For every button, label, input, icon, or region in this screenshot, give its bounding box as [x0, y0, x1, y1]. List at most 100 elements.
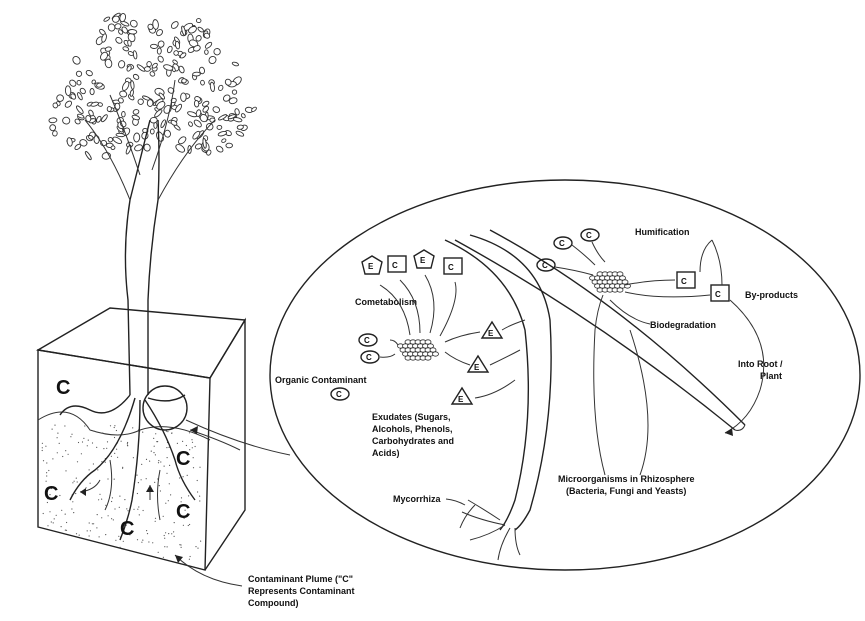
- leaf: [218, 84, 224, 91]
- leaf: [193, 99, 200, 108]
- leaf: [217, 130, 228, 137]
- svg-text:C: C: [559, 239, 565, 248]
- soil-particle: [196, 479, 198, 482]
- soil-particle: [122, 467, 124, 469]
- by-products-label: By-products: [745, 290, 798, 300]
- soil-particle: [122, 540, 124, 542]
- soil-particle: [173, 522, 175, 524]
- leaf: [170, 21, 179, 29]
- leaf: [149, 116, 158, 124]
- svg-text:C: C: [448, 263, 454, 272]
- leaf: [129, 19, 138, 28]
- soil-particle: [76, 461, 79, 463]
- leaf: [85, 70, 93, 77]
- product-box: C: [443, 257, 463, 275]
- soil-particle: [149, 460, 151, 462]
- leaf: [204, 49, 209, 55]
- leaf: [181, 78, 187, 84]
- svg-text:C: C: [542, 261, 548, 270]
- leaf: [228, 97, 238, 105]
- biodegradation-label: Biodegradation: [650, 320, 716, 330]
- leaf: [221, 138, 227, 143]
- soil-particle: [91, 442, 94, 444]
- soil-particle: [51, 428, 53, 430]
- leaf: [74, 118, 81, 125]
- soil-particle: [191, 447, 193, 449]
- soil-particle: [200, 540, 202, 542]
- soil-particle: [164, 537, 166, 539]
- soil-particle: [78, 534, 80, 536]
- leaf: [157, 40, 165, 48]
- soil-particle: [60, 526, 62, 528]
- leaf: [56, 94, 64, 102]
- soil-particle: [167, 500, 169, 502]
- soil-particle: [42, 460, 45, 462]
- soil-particle: [148, 541, 150, 543]
- soil-particle: [141, 463, 143, 465]
- leaf: [64, 85, 72, 97]
- leaf: [188, 121, 193, 127]
- leaf: [132, 73, 140, 80]
- soil-particle: [173, 535, 175, 538]
- soil-particle: [117, 456, 119, 458]
- soil-particle: [46, 475, 48, 477]
- soil-particle: [101, 461, 103, 463]
- leaf: [143, 66, 151, 72]
- soil-particle: [199, 495, 201, 497]
- leaf: [49, 124, 57, 132]
- leaf: [85, 115, 92, 123]
- leaf: [199, 66, 205, 75]
- leaf: [126, 65, 132, 72]
- soil-particle: [112, 519, 114, 521]
- soil-particle: [189, 449, 191, 451]
- contaminant-oval: C: [360, 350, 380, 364]
- leaf: [75, 105, 84, 114]
- soil-particle: [133, 508, 135, 510]
- leaf: [93, 135, 100, 144]
- leaf: [101, 33, 107, 43]
- leaf: [90, 101, 99, 107]
- soil-particle: [67, 453, 69, 455]
- leaf: [240, 113, 246, 119]
- leaf: [232, 117, 243, 123]
- leaf: [209, 81, 215, 93]
- soil-particle: [114, 452, 116, 454]
- soil-particle: [168, 446, 170, 448]
- soil-particle: [50, 521, 52, 523]
- leaf: [118, 60, 126, 69]
- contaminant-oval: C: [553, 236, 573, 250]
- soil-particle: [113, 436, 116, 439]
- leaf: [117, 97, 124, 104]
- leaf: [120, 20, 130, 27]
- mycorrhiza-label: Mycorrhiza: [393, 494, 442, 504]
- soil-particle: [80, 453, 82, 455]
- leaf: [215, 145, 224, 153]
- soil-particle: [77, 441, 80, 444]
- leaf: [158, 92, 166, 100]
- product-box: C: [676, 271, 696, 289]
- soil-block: [35, 307, 247, 571]
- soil-particle: [56, 437, 58, 439]
- leaf: [156, 29, 163, 37]
- plume-label: Contaminant Plume ("C": [248, 574, 353, 584]
- leaf: [84, 151, 92, 161]
- leaf: [216, 124, 223, 130]
- svg-text:E: E: [474, 363, 480, 372]
- svg-text:C: C: [364, 336, 370, 345]
- leaf: [157, 55, 164, 63]
- leaf: [192, 130, 201, 140]
- soil-particle: [194, 445, 196, 448]
- soil-particle: [107, 478, 109, 480]
- soil-particle: [104, 461, 106, 463]
- soil-particle: [116, 448, 118, 450]
- soil-particle: [73, 511, 75, 514]
- soil-particle: [138, 514, 140, 516]
- leaf: [200, 79, 205, 86]
- soil-particle: [102, 432, 104, 434]
- soil-particle: [199, 500, 201, 502]
- soil-particle: [106, 441, 109, 443]
- exudates-label: Exudates (Sugars,: [372, 412, 451, 422]
- soil-particle: [47, 525, 49, 527]
- leaf: [75, 70, 83, 77]
